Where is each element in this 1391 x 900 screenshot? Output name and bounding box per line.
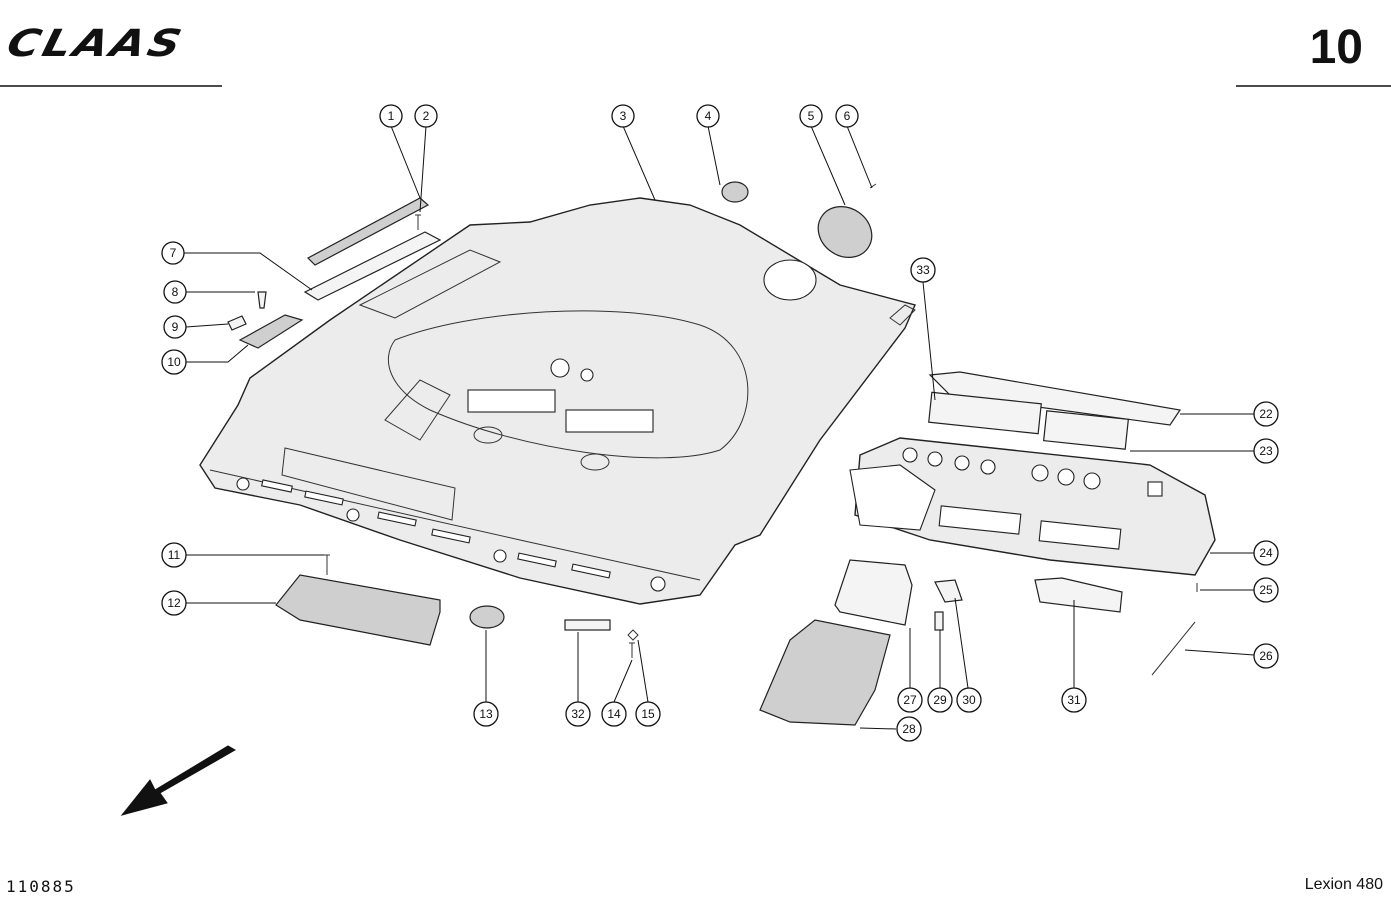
svg-text:29: 29: [933, 693, 947, 707]
svg-text:22: 22: [1259, 407, 1273, 421]
page-number: 10: [1309, 21, 1363, 74]
svg-text:26: 26: [1259, 649, 1273, 663]
trim-32: [564, 619, 611, 631]
callout-12: 12: [161, 590, 187, 616]
svg-text:15: 15: [641, 707, 655, 721]
callout-32: 32: [565, 701, 591, 727]
screw-14: [629, 642, 635, 658]
vent-strip-1: [307, 197, 430, 266]
callout-8: 8: [163, 280, 187, 304]
machine-model: Lexion 480: [1304, 876, 1383, 893]
lamp-housing-10: [238, 314, 304, 349]
speaker-5: [817, 206, 873, 258]
switch-panel-23a: [928, 391, 1042, 435]
callout-3: 3: [611, 104, 635, 128]
sun-visor-12: [275, 574, 441, 646]
callout-13: 13: [473, 701, 499, 727]
callout-28: 28: [896, 716, 922, 742]
svg-text:11: 11: [168, 548, 181, 562]
lamp-31: [1034, 577, 1123, 613]
screw-11: [324, 554, 330, 575]
callout-6: 6: [835, 104, 859, 128]
svg-text:2: 2: [423, 109, 430, 123]
svg-text:25: 25: [1259, 583, 1273, 597]
svg-text:12: 12: [167, 596, 181, 610]
svg-text:1: 1: [388, 109, 395, 123]
svg-text:13: 13: [479, 707, 493, 721]
svg-text:6: 6: [844, 109, 851, 123]
callout-4: 4: [696, 104, 720, 128]
panel-22: [928, 371, 1182, 426]
callout-27: 27: [897, 687, 923, 713]
svg-text:4: 4: [705, 109, 712, 123]
arrow-down-left-icon: [120, 745, 237, 816]
leader-lines: [184, 125, 1255, 730]
callout-7: 7: [161, 241, 185, 265]
headliner-panel: [199, 197, 916, 605]
bracket-27: [834, 559, 913, 626]
svg-text:32: 32: [571, 707, 585, 721]
svg-text:10: 10: [167, 355, 181, 369]
svg-text:5: 5: [808, 109, 815, 123]
svg-text:14: 14: [607, 707, 621, 721]
nut-15: [627, 629, 639, 641]
svg-text:24: 24: [1259, 546, 1273, 560]
svg-text:7: 7: [170, 246, 177, 260]
callout-14: 14: [601, 701, 627, 727]
cable-26: [1151, 621, 1196, 676]
callout-11: 11: [161, 542, 187, 568]
callout-2: 2: [414, 104, 438, 128]
callout-25: 25: [1253, 577, 1279, 603]
screw-6: [869, 183, 877, 189]
svg-text:8: 8: [172, 285, 179, 299]
grommet-4: [721, 181, 749, 203]
callout-31: 31: [1061, 687, 1087, 713]
callout-26: 26: [1253, 643, 1279, 669]
svg-text:28: 28: [902, 722, 916, 736]
vent-grille-7: [303, 231, 442, 301]
callout-24: 24: [1253, 540, 1279, 566]
callout-23: 23: [1253, 438, 1279, 464]
svg-text:31: 31: [1067, 693, 1081, 707]
switch-panel-23b: [1042, 410, 1130, 450]
svg-text:3: 3: [620, 109, 627, 123]
callout-15: 15: [635, 701, 661, 727]
callout-1: 1: [379, 104, 403, 128]
callout-5: 5: [799, 104, 823, 128]
svg-text:23: 23: [1259, 444, 1273, 458]
callout-30: 30: [956, 687, 982, 713]
callout-10: 10: [161, 349, 187, 375]
document-id: 110885: [6, 877, 76, 896]
svg-text:33: 33: [916, 263, 930, 277]
plug-29: [934, 611, 944, 631]
svg-text:9: 9: [172, 320, 179, 334]
relay-30: [934, 579, 963, 603]
svg-text:30: 30: [962, 693, 976, 707]
vent-13: [469, 605, 505, 629]
callout-29: 29: [927, 687, 953, 713]
tray-28: [759, 619, 891, 726]
screw-8: [257, 291, 267, 309]
callout-33: 33: [910, 257, 936, 283]
svg-text:27: 27: [903, 693, 917, 707]
callout-9: 9: [163, 315, 187, 339]
callout-22: 22: [1253, 401, 1279, 427]
clip-9: [227, 315, 247, 331]
screw-2: [415, 214, 421, 230]
